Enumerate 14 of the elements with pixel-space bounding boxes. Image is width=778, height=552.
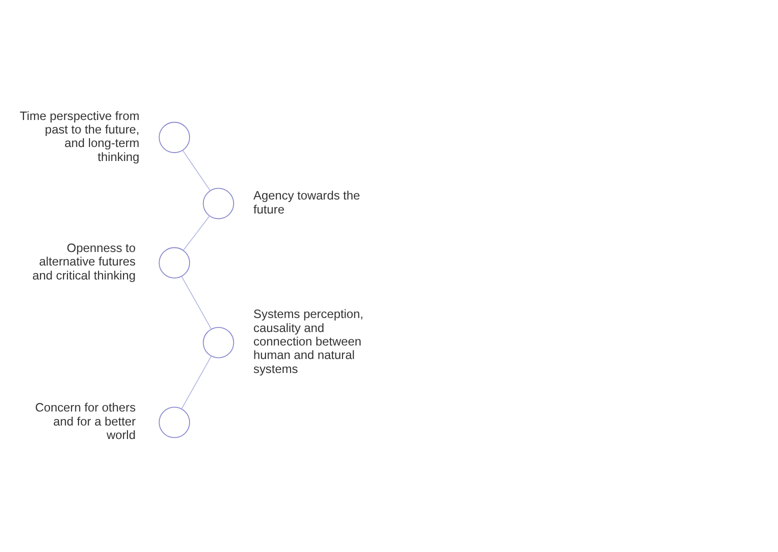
node-label: Agency towards the future (253, 188, 360, 216)
node-circle (158, 121, 190, 153)
node-circle (202, 187, 234, 219)
connector (181, 276, 212, 330)
connector (182, 149, 211, 191)
connector (181, 355, 212, 409)
connector (182, 215, 210, 250)
node-label: Systems perception, causality and connection between human and natural systems (253, 306, 364, 376)
node-circle (158, 406, 190, 438)
node-label: Time perspective from past to the future, and long-term thinking (20, 108, 140, 164)
node-circle (202, 326, 234, 358)
node-label: Openness to alternative futures and critical thinking (32, 240, 136, 282)
node-label: Concern for others and for a better world (35, 400, 136, 442)
node-circle (158, 246, 190, 278)
